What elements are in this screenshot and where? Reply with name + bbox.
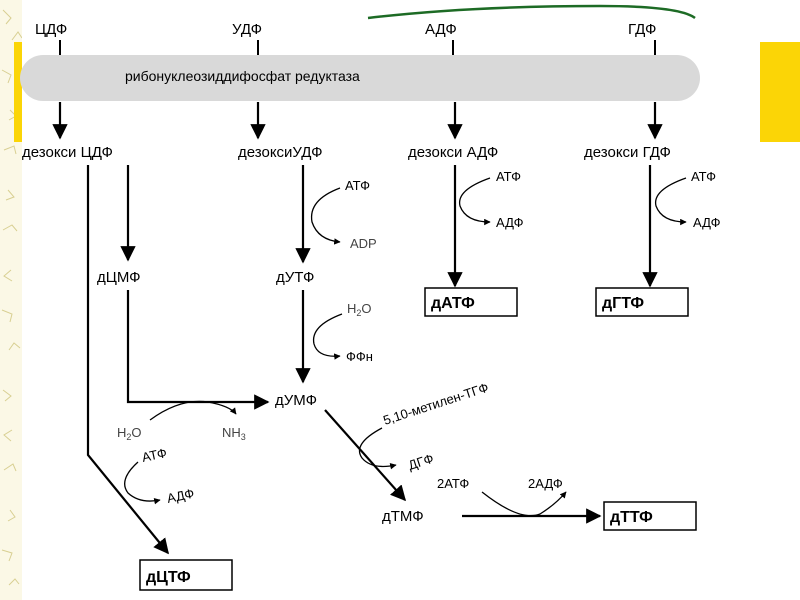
- product-datp-box: [424, 287, 518, 317]
- product-dctp: дЦТФ: [146, 569, 191, 586]
- arrow-dump-to-dtmp: [324, 409, 407, 502]
- accent-bar: [760, 42, 800, 142]
- atp-curve-dgtp: [654, 177, 687, 226]
- dcmp-label: дЦМФ: [97, 269, 141, 286]
- deoxy-cdp: дезокси ЦДФ: [22, 144, 113, 161]
- dutp-label: дУТФ: [276, 269, 314, 286]
- product-dctp-box: [139, 559, 233, 591]
- substrate-gdp: ГДФ: [628, 21, 656, 38]
- substrate-adp: АДФ: [425, 21, 457, 38]
- deamination-curve: [149, 400, 237, 421]
- arrow-dcmp-to-dump: [126, 290, 270, 410]
- product-dgtp-box: [595, 287, 689, 317]
- h2o-label-upper: H2O: [347, 301, 372, 318]
- deoxy-udp: дезоксиУДФ: [238, 144, 323, 161]
- ffn-label: ФФн: [346, 349, 373, 364]
- substrate-cdp: ЦДФ: [35, 21, 67, 38]
- arrow-dcdp-to-dctp: [86, 165, 169, 555]
- decorative-pattern-strip: [0, 0, 22, 600]
- deoxy-adp: дезокси АДФ: [408, 144, 498, 161]
- nh3-label: NH3: [222, 425, 246, 442]
- adp-label-dgtp: АДФ: [693, 215, 721, 230]
- green-bracket: [367, 4, 696, 20]
- methylene-thf-label: 5,10-метилен-ТГФ: [381, 380, 490, 428]
- atp-curve-dctp: [124, 461, 161, 505]
- dhf-label: ДГФ: [406, 451, 435, 473]
- product-datp: дАТФ: [431, 295, 475, 312]
- atp-label-dctp: АТФ: [141, 445, 169, 465]
- h2o-label-lower: H2O: [117, 425, 142, 442]
- h2o-curve-dutp: [312, 313, 343, 360]
- adp2-label: 2АДФ: [528, 476, 563, 491]
- adp-label-datp: АДФ: [496, 215, 524, 230]
- atp-label-dutp: АТФ: [345, 178, 370, 193]
- substrate-udp: УДФ: [232, 21, 262, 38]
- atp-curve-dutp: [310, 187, 341, 245]
- product-dgtp: дГТФ: [602, 295, 644, 312]
- atp2-label: 2АТФ: [437, 476, 469, 491]
- atp2-curve: [481, 491, 567, 517]
- product-dttp-box: [603, 501, 697, 531]
- atp-curve-datp: [458, 177, 491, 226]
- atp-label-dgtp: АТФ: [691, 169, 716, 184]
- adp-label-dctp: АДФ: [166, 486, 196, 506]
- enzyme-box: [20, 55, 700, 101]
- methylene-curve: [358, 427, 397, 470]
- atp-label-datp: АТФ: [496, 169, 521, 184]
- enzyme-label: рибонуклеозиддифосфат редуктаза: [125, 68, 360, 84]
- adp-latin-label: ADP: [350, 236, 377, 251]
- product-dttp: дТТФ: [610, 509, 653, 526]
- deoxy-gdp: дезокси ГДФ: [584, 144, 671, 161]
- dtmp-label: дТМФ: [382, 508, 424, 525]
- accent-bar-left: [14, 42, 22, 142]
- dump-label: дУМФ: [275, 392, 317, 409]
